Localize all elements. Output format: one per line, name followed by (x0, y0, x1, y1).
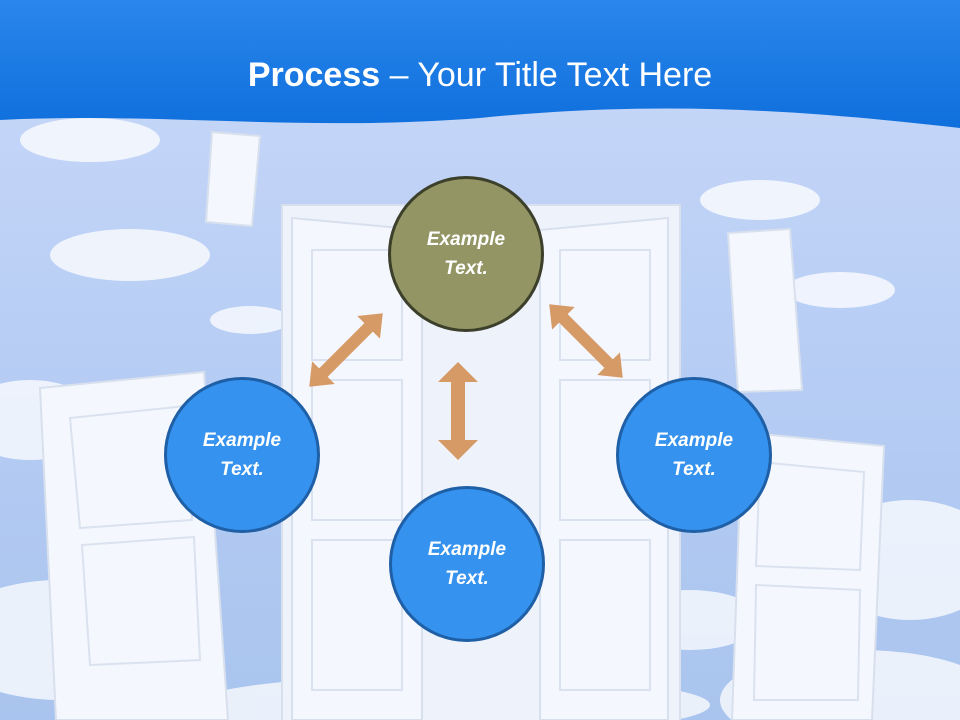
node-bottom-line2: Text. (445, 568, 489, 589)
node-top-line2: Text. (444, 258, 488, 279)
slide-title: Process – Your Title Text Here (0, 52, 960, 98)
arrow-top-right (549, 304, 623, 378)
process-node-top: Example Text. (388, 176, 544, 332)
process-node-bottom: Example Text. (389, 486, 545, 642)
title-rest: – Your Title Text Here (380, 56, 713, 94)
title-bold: Process (247, 56, 381, 94)
arrow-top-left (309, 313, 383, 387)
node-top-line1: Example (426, 229, 506, 250)
node-right-line1: Example (654, 430, 734, 451)
process-node-right: Example Text. (616, 377, 772, 533)
node-left-line1: Example (202, 430, 282, 451)
node-right-line2: Text. (672, 459, 716, 480)
process-node-left: Example Text. (164, 377, 320, 533)
arrow-vertical (438, 362, 478, 460)
node-left-line2: Text. (220, 459, 264, 480)
header-band (0, 0, 960, 128)
node-bottom-line1: Example (427, 539, 507, 560)
